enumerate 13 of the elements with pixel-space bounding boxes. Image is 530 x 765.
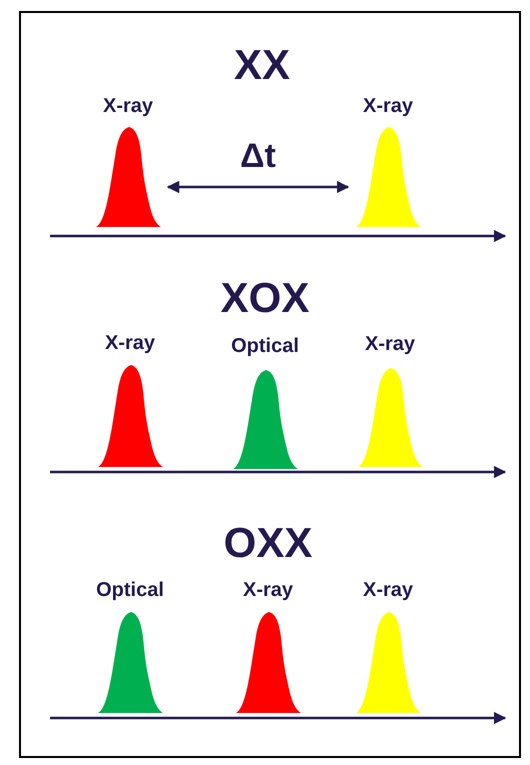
panel-title: XX — [234, 44, 290, 86]
pulse-label: X-ray — [104, 333, 156, 353]
pulse-label: X-ray — [242, 580, 294, 600]
pulse-label: X-ray — [362, 96, 414, 116]
pulse-label: Optical — [230, 336, 300, 356]
panel-title: XOX — [220, 277, 310, 319]
pulse-label: X-ray — [362, 580, 414, 600]
pulse-label: X-ray — [102, 96, 154, 116]
double-arrow — [166, 180, 350, 194]
panel-title: OXX — [224, 522, 312, 564]
edge-label: Δt — [240, 139, 276, 173]
pulse-label: Optical — [95, 580, 165, 600]
pulse-label: X-ray — [364, 334, 416, 354]
